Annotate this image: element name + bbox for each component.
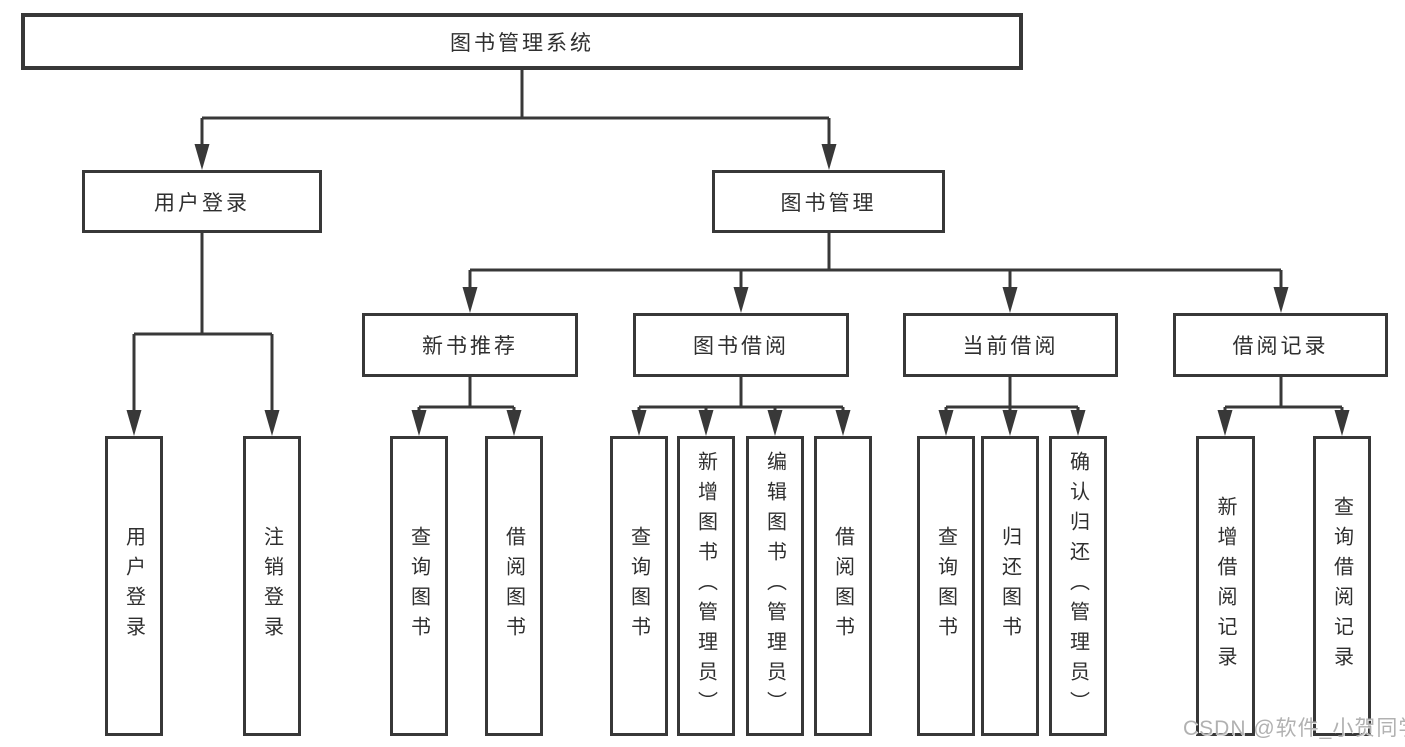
arrow-down-icon: [1002, 410, 1018, 436]
connector-bookmgmt-to-level3: [468, 233, 1283, 289]
arrow-down-icon: [1070, 410, 1086, 436]
arrow-down-icon: [698, 410, 714, 436]
leaf-logout: 注销登录: [243, 436, 301, 736]
arrow-down-icon: [126, 410, 142, 436]
arrow-down-icon: [1002, 287, 1018, 313]
connector-root-to-level2: [200, 70, 831, 145]
connector-records-to-leaves: [1223, 377, 1344, 414]
connector-userlogin-to-leaves: [132, 233, 274, 411]
arrow-down-icon: [1273, 287, 1289, 313]
arrow-down-icon: [194, 144, 210, 170]
leaf-borrow-books-recommend: 借阅图书: [485, 436, 543, 736]
arrow-down-icon: [411, 410, 427, 436]
leaf-add-borrow-record: 新增借阅记录: [1196, 436, 1255, 736]
node-library-management-system: 图书管理系统: [21, 13, 1023, 70]
leaf-query-books-recommend: 查询图书: [390, 436, 448, 736]
arrow-down-icon: [462, 287, 478, 313]
node-borrowing-records: 借阅记录: [1173, 313, 1388, 377]
arrow-down-icon: [767, 410, 783, 436]
leaf-query-borrow-record: 查询借阅记录: [1313, 436, 1371, 736]
connector-borrowing-to-leaves: [637, 377, 845, 414]
arrow-down-icon: [821, 144, 837, 170]
arrow-down-icon: [506, 410, 522, 436]
leaf-edit-books-admin: 编辑图书（管理员）: [746, 436, 804, 736]
csdn-watermark: CSDN @软件_小贺同学: [1183, 717, 1405, 740]
leaf-query-books-current: 查询图书: [917, 436, 975, 736]
arrowheads: [126, 144, 1350, 436]
arrow-down-icon: [1334, 410, 1350, 436]
leaf-confirm-return-admin: 确认归还（管理员）: [1049, 436, 1107, 736]
arrow-down-icon: [938, 410, 954, 436]
node-book-borrowing: 图书借阅: [633, 313, 849, 377]
arrow-down-icon: [264, 410, 280, 436]
arrow-down-icon: [733, 287, 749, 313]
arrow-down-icon: [631, 410, 647, 436]
leaf-query-books-borrowing: 查询图书: [610, 436, 668, 736]
leaf-add-books-admin: 新增图书（管理员）: [677, 436, 735, 736]
connector-newbooks-to-leaves: [417, 377, 516, 414]
arrow-down-icon: [1217, 410, 1233, 436]
leaf-borrow-books-borrowing: 借阅图书: [814, 436, 872, 736]
node-new-book-recommendation: 新书推荐: [362, 313, 578, 377]
leaf-return-books: 归还图书: [981, 436, 1039, 736]
node-current-borrowing: 当前借阅: [903, 313, 1118, 377]
connector-current-to-leaves: [944, 377, 1080, 414]
arrow-down-icon: [835, 410, 851, 436]
node-user-login: 用户登录: [82, 170, 322, 233]
leaf-user-login: 用户登录: [105, 436, 163, 736]
node-book-management: 图书管理: [712, 170, 945, 233]
